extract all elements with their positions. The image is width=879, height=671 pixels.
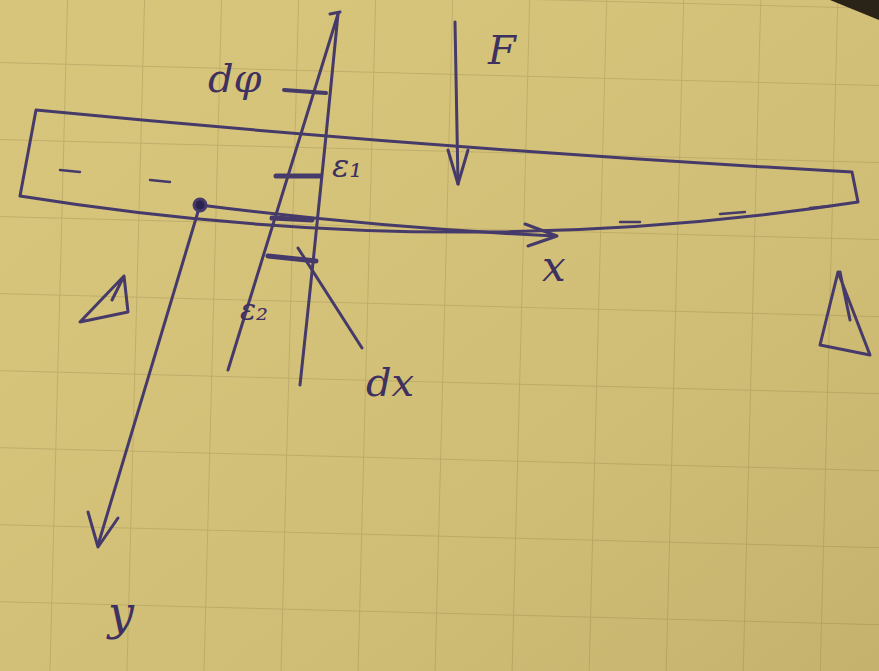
y-arrowhead	[88, 512, 118, 547]
neutral-dashes	[60, 170, 830, 222]
force-arrow	[455, 22, 458, 184]
force-arrowhead	[448, 150, 468, 184]
pin-support	[80, 276, 128, 322]
axis-label: x	[542, 246, 566, 288]
angle-label: dφ	[208, 58, 262, 98]
fibre-tick	[276, 174, 320, 179]
fibre-tick	[268, 256, 316, 261]
strain-label: ε₂	[240, 295, 268, 325]
y-axis	[98, 205, 200, 545]
section-top	[330, 12, 340, 14]
x-axis	[200, 205, 555, 236]
corner-shadow	[0, 0, 879, 20]
strain-label: ε₁	[332, 150, 362, 182]
force-label: F	[488, 30, 516, 70]
origin-dot	[194, 199, 206, 211]
fibre-tick	[272, 218, 312, 220]
section-line	[300, 14, 338, 385]
length-label: dx	[366, 362, 414, 402]
fibre-tick	[284, 90, 326, 93]
dx-leader	[298, 248, 362, 348]
axis-label: y	[108, 590, 134, 636]
beam	[20, 110, 858, 232]
x-arrowhead	[525, 224, 557, 246]
roller-support	[820, 272, 870, 355]
